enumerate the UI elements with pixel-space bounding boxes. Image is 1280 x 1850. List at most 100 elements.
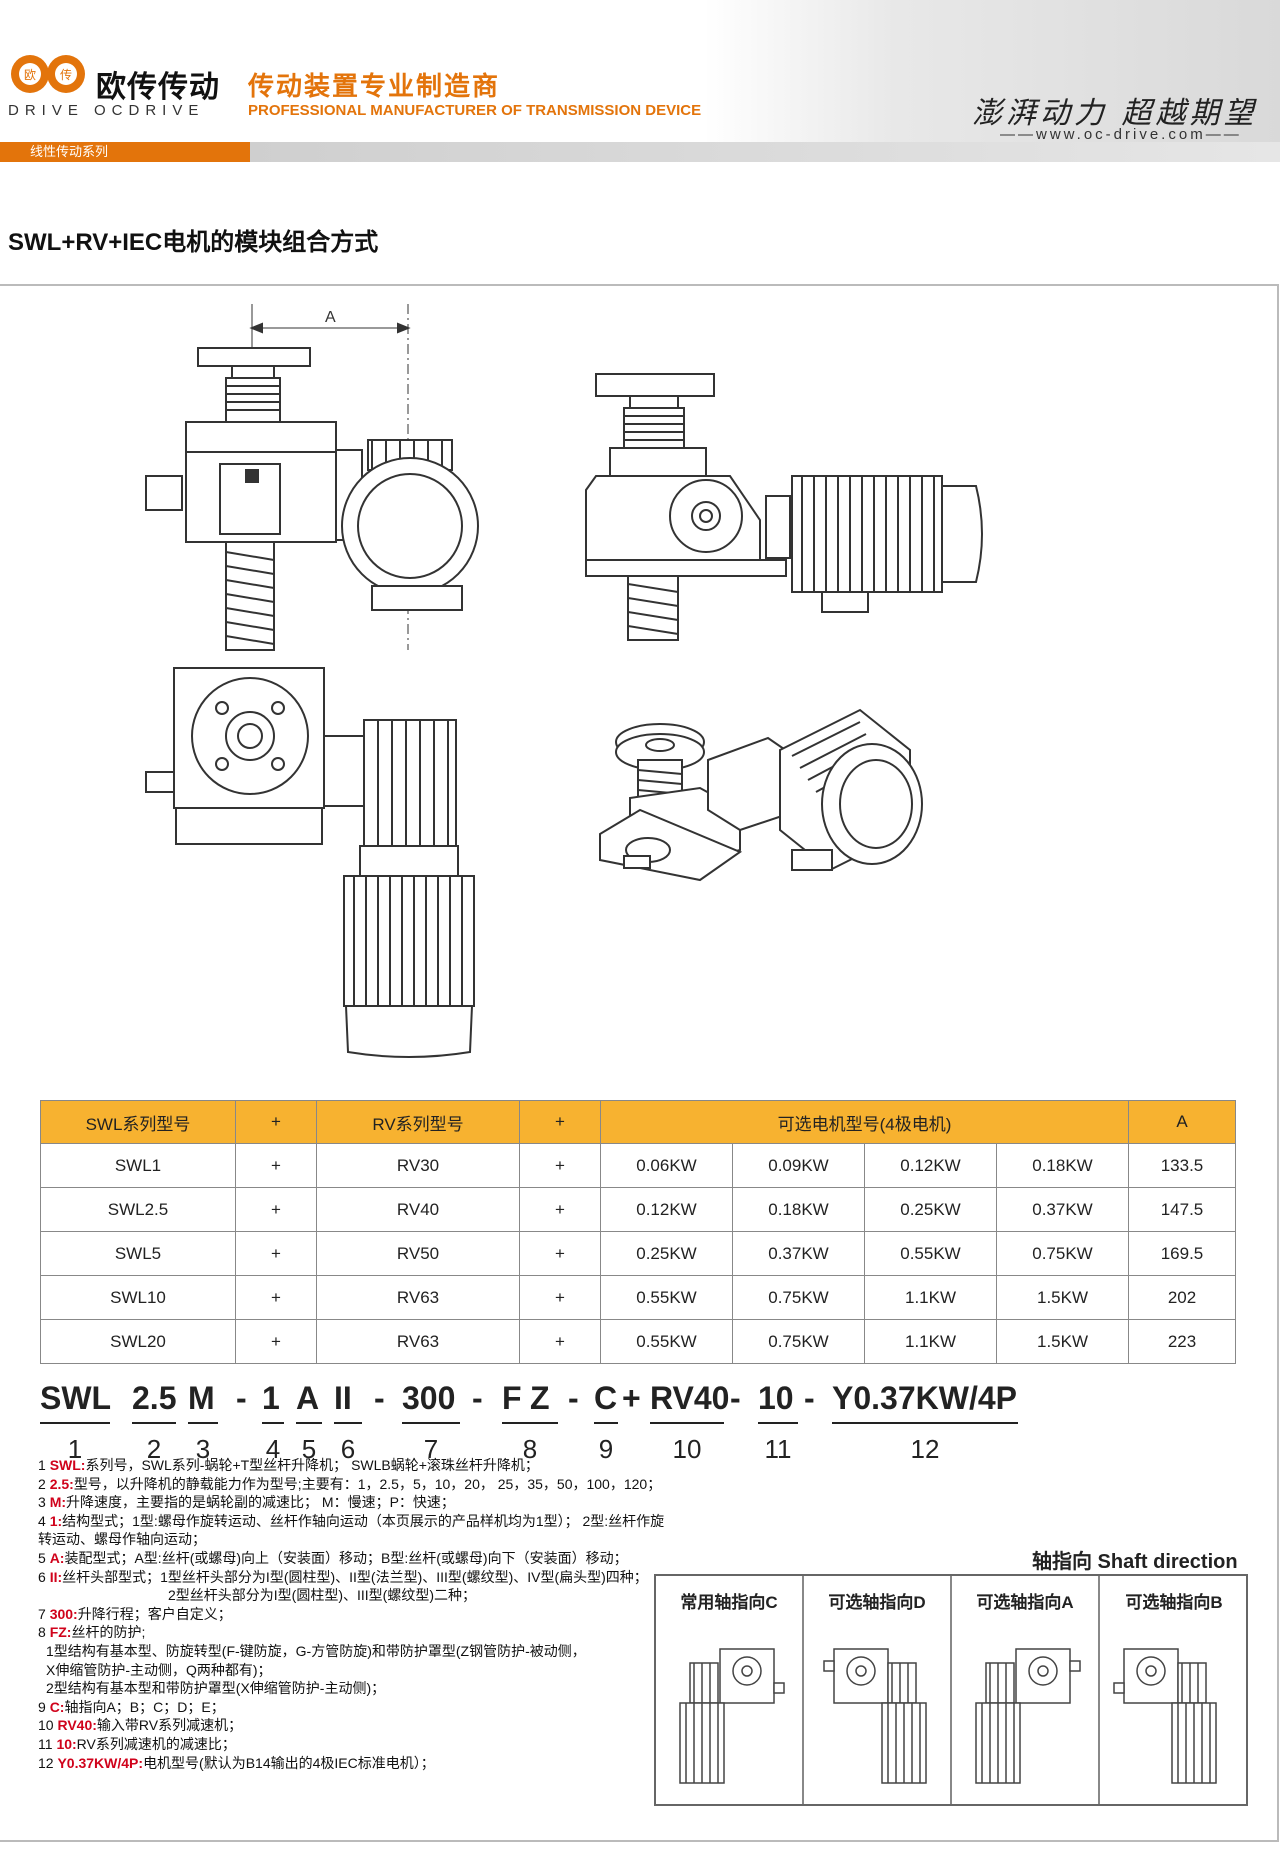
table-cell: 0.55KW [600, 1275, 733, 1320]
table-cell: + [519, 1231, 601, 1276]
table-cell: RV40 [316, 1187, 520, 1232]
shaft-direction-title: 轴指向 Shaft direction [1032, 1551, 1238, 1573]
code-number: 7 [423, 1434, 439, 1464]
shaft-option-label: 常用轴指向C [680, 1593, 778, 1612]
shaft-option-label: 可选轴指向B [1125, 1593, 1223, 1612]
table-cell: SWL20 [40, 1319, 236, 1364]
drawing-side-view [585, 373, 983, 641]
col-a: A [1128, 1100, 1236, 1144]
code-seg-dash: - [568, 1380, 579, 1416]
shaft-option-d: 可选轴指向D [804, 1576, 952, 1804]
table-cell: 0.12KW [864, 1143, 997, 1188]
table-row: SWL5 + RV50 + 0.25KW 0.37KW 0.55KW 0.75K… [40, 1231, 1236, 1276]
code-seg-motor: Y0.37KW/4P [832, 1380, 1017, 1416]
series-tab: 线性传动系列 [0, 142, 250, 162]
table-row: SWL20 + RV63 + 0.55KW 0.75KW 1.1KW 1.5KW… [40, 1319, 1236, 1364]
note-line: 4 1:结构型式；1型:螺母作旋转运动、丝杆作轴向运动（本页展示的产品样机均为1… [38, 1512, 665, 1548]
series-bar [250, 142, 1280, 162]
drawing-isometric-view [599, 708, 923, 882]
table-cell: 0.09KW [732, 1143, 865, 1188]
table-cell: 0.37KW [996, 1187, 1129, 1232]
code-seg-dash: - [236, 1380, 247, 1416]
shaft-direction-panel: 常用轴指向C 可选轴指向D 可选轴指向A 可选轴指向B [654, 1574, 1248, 1806]
table-row: SWL1 + RV30 + 0.06KW 0.09KW 0.12KW 0.18K… [40, 1143, 1236, 1188]
code-seg-plus: + [622, 1380, 641, 1416]
code-seg-size: 2.5 [132, 1380, 177, 1416]
code-number: 1 [67, 1434, 83, 1464]
code-seg-shaft: C [594, 1380, 618, 1416]
col-motor: 可选电机型号(4极电机) [600, 1100, 1129, 1144]
table-cell: 0.12KW [600, 1187, 733, 1232]
website: ——www.oc-drive.com—— [1000, 126, 1242, 143]
slogan-en: PROFESSIONAL MANUFACTURER OF TRANSMISSIO… [248, 102, 702, 119]
table-cell: 0.55KW [864, 1231, 997, 1276]
code-underline [262, 1422, 284, 1424]
table-cell: 0.37KW [732, 1231, 865, 1276]
note-line: 11 10:RV系列减速机的减速比； [38, 1735, 236, 1752]
note-line: 12 Y0.37KW/4P:电机型号(默认为B14输出的4极IEC标准电机）； [38, 1754, 435, 1771]
drawing-top-view [145, 667, 475, 1058]
model-code: SWL 2.5 M - 1 A II - 300 - F Z - C + RV4… [40, 1380, 1040, 1480]
code-underline [402, 1422, 460, 1424]
logo-char-2: 传 [60, 67, 72, 82]
shaft-diagram-c [679, 1648, 785, 1784]
product-drawings: A [0, 290, 1280, 1080]
code-seg-assembly: A [296, 1380, 320, 1416]
code-underline [188, 1422, 218, 1424]
motto: 澎湃动力 超越期望 [972, 96, 1258, 131]
col-swl: SWL系列型号 [40, 1100, 236, 1144]
code-underline [650, 1422, 724, 1424]
shaft-diagram-d [823, 1648, 927, 1784]
note-line: 2型丝杆头部分为I型(圆柱型)、III型(螺纹型)二种； [168, 1587, 476, 1604]
note-line: 10 RV40:输入带RV系列减速机； [38, 1717, 243, 1734]
code-underline [832, 1422, 1018, 1424]
company-logo: 欧 传 [8, 44, 92, 108]
table-cell: 133.5 [1128, 1143, 1236, 1188]
table-cell: + [235, 1187, 317, 1232]
table-cell: + [519, 1319, 601, 1364]
table-cell: SWL2.5 [40, 1187, 236, 1232]
col-plus-1: + [235, 1100, 317, 1144]
code-seg-speed: M [188, 1380, 215, 1416]
note-line: X伸缩管防护-主动侧，Q两种都有)； [46, 1661, 272, 1678]
shaft-option-b: 可选轴指向B [1100, 1576, 1248, 1804]
col-plus-2: + [519, 1100, 601, 1144]
spec-table: SWL系列型号 + RV系列型号 + 可选电机型号(4极电机) A SWL1 +… [40, 1100, 1236, 1364]
code-number: 6 [340, 1434, 356, 1464]
table-cell: 0.18KW [732, 1187, 865, 1232]
code-seg-dash: - [804, 1380, 815, 1416]
shaft-option-c: 常用轴指向C [656, 1576, 804, 1804]
table-cell: 1.5KW [996, 1275, 1129, 1320]
table-cell: SWL10 [40, 1275, 236, 1320]
note-line: 6 II:丝杆头部型式；1型丝杆头部分为I型(圆柱型)、II型(法兰型)、III… [38, 1568, 648, 1585]
code-seg-dash: - [374, 1380, 385, 1416]
col-rv: RV系列型号 [316, 1100, 520, 1144]
code-notes: 1 SWL:系列号，SWL系列-蜗轮+T型丝杆升降机； SWLB蜗轮+滚珠丝杆升… [38, 1456, 678, 1772]
table-cell: + [235, 1143, 317, 1188]
table-cell: 0.55KW [600, 1319, 733, 1364]
table-cell: 1.1KW [864, 1319, 997, 1364]
code-seg-ratio: 10 [758, 1380, 794, 1416]
table-cell: RV50 [316, 1231, 520, 1276]
drawing-front-view: A [145, 304, 479, 651]
code-seg-dash: - [730, 1380, 741, 1416]
table-cell: RV30 [316, 1143, 520, 1188]
note-line: 3 M:升降速度，主要指的是蜗轮副的减速比； M：慢速；P：快速； [38, 1494, 455, 1511]
table-cell: RV63 [316, 1319, 520, 1364]
code-number: 4 [265, 1434, 281, 1464]
shaft-option-label: 可选轴指向A [976, 1593, 1074, 1612]
code-number: 2 [146, 1434, 162, 1464]
note-line: 1型结构有基本型、防旋转型(F-键防旋，G-方管防旋)和带防护罩型(Z钢管防护-… [46, 1642, 586, 1659]
table-row: SWL2.5 + RV40 + 0.12KW 0.18KW 0.25KW 0.3… [40, 1187, 1236, 1232]
table-cell: SWL1 [40, 1143, 236, 1188]
table-row: SWL10 + RV63 + 0.55KW 0.75KW 1.1KW 1.5KW… [40, 1275, 1236, 1320]
brand-name-en: DRIVE OCDRIVE [8, 102, 205, 119]
note-line: 1 SWL:系列号，SWL系列-蜗轮+T型丝杆升降机； SWLB蜗轮+滚珠丝杆升… [38, 1457, 539, 1473]
code-seg-structure: 1 [262, 1380, 280, 1416]
shaft-diagram-b [1113, 1648, 1217, 1784]
code-seg-guard-z: Z [530, 1380, 550, 1416]
table-cell: 223 [1128, 1319, 1236, 1364]
code-number: 10 [672, 1434, 702, 1464]
code-number: 11 [764, 1434, 792, 1464]
code-underline [502, 1422, 558, 1424]
